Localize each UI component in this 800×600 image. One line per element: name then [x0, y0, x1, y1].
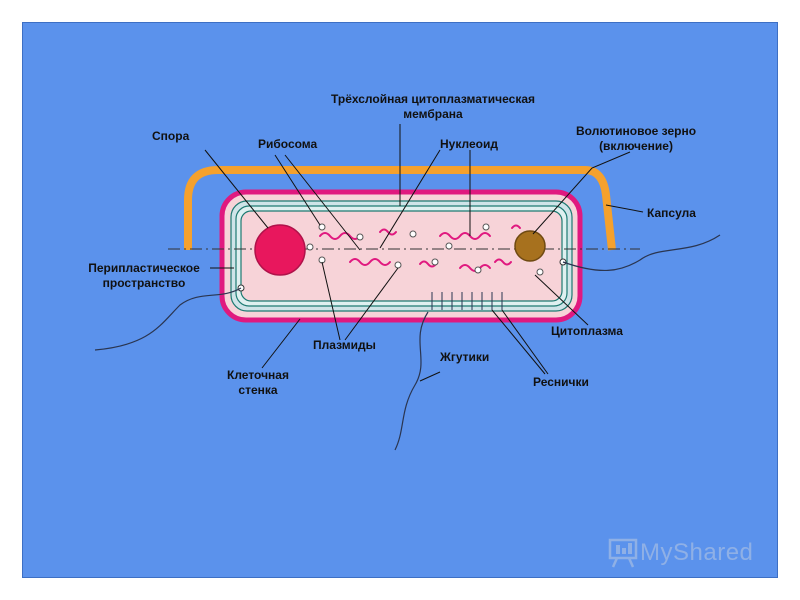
periplasm-label: Перипластическое пространство: [78, 261, 210, 291]
capsule-shape: [184, 166, 616, 251]
cell-wall-label-line1: Клеточная: [227, 368, 289, 382]
periplasm-label-line1: Перипластическое: [88, 261, 200, 275]
volutin-label-line2: (включение): [599, 139, 673, 153]
volutin-label: Волютиновое зерно (включение): [576, 124, 696, 154]
volutin-granule-shape: [514, 230, 546, 262]
presentation-board-icon: [608, 538, 638, 568]
cytoplasm-label: Цитоплазма: [551, 324, 623, 338]
membrane-label-line2: мембрана: [403, 107, 463, 121]
watermark-text: MyShared: [640, 539, 754, 566]
spore-label: Спора: [152, 129, 190, 143]
nucleoid-label: Нуклеоид: [440, 137, 498, 151]
spore-shape: [254, 224, 306, 276]
cilia: [431, 292, 503, 310]
membrane-label-line1: Трёхслойная цитоплазматическая: [331, 92, 535, 106]
capsule-label: Капсула: [647, 206, 696, 220]
ribosome-dots: [306, 223, 544, 276]
volutin-label-line1: Волютиновое зерно: [576, 124, 697, 138]
membrane-label: Трёхслойная цитоплазматическая мембрана: [318, 92, 548, 122]
ribosome-label: Рибосома: [258, 137, 318, 151]
flagella: [94, 234, 721, 451]
flagella-label: Жгутики: [440, 350, 490, 364]
cell-wall-label-line2: стенка: [238, 383, 278, 397]
watermark: MyShared: [606, 536, 753, 570]
leader-lines: [204, 124, 644, 382]
periplasm-label-line2: пространство: [102, 276, 186, 290]
cilia-label: Реснички: [533, 375, 589, 389]
cell-wall-label: Клеточная стенка: [218, 368, 298, 398]
plasmids-label: Плазмиды: [313, 338, 376, 352]
